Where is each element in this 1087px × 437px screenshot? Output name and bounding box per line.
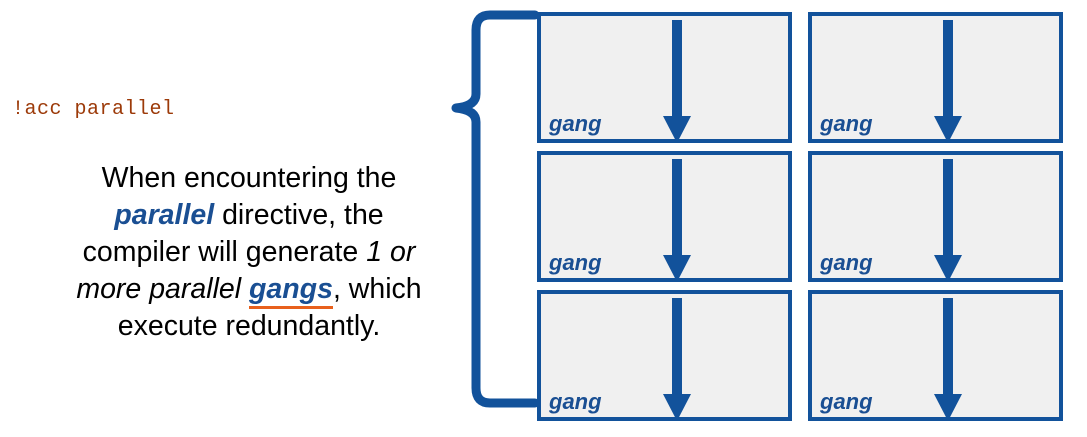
down-arrow-icon bbox=[934, 20, 962, 143]
description-italic-count: 1 or more parallel bbox=[76, 236, 416, 305]
description-segment-6: , which execute redundantly. bbox=[117, 273, 422, 342]
gang-label: gang bbox=[820, 111, 873, 136]
description-emphasis-parallel: parallel bbox=[114, 199, 215, 231]
gang-label: gang bbox=[820, 389, 873, 414]
gang-row: gang gang bbox=[537, 151, 1068, 282]
gang-box[interactable]: gang bbox=[808, 151, 1063, 282]
gang-grid: gang gang gang gang bbox=[537, 12, 1068, 421]
grouping-brace bbox=[450, 0, 540, 432]
gang-box[interactable]: gang bbox=[537, 290, 792, 421]
gang-row: gang gang bbox=[537, 12, 1068, 143]
gang-box[interactable]: gang bbox=[808, 290, 1063, 421]
down-arrow-icon bbox=[934, 159, 962, 282]
gang-label: gang bbox=[549, 111, 602, 136]
gang-label: gang bbox=[820, 250, 873, 275]
gang-box[interactable]: gang bbox=[537, 151, 792, 282]
down-arrow-icon bbox=[934, 298, 962, 421]
gang-row: gang gang bbox=[537, 290, 1068, 421]
gang-label: gang bbox=[549, 389, 602, 414]
left-text-panel: !acc parallel When encountering the para… bbox=[0, 0, 450, 432]
down-arrow-icon bbox=[663, 298, 691, 421]
left-curly-brace-icon bbox=[451, 10, 540, 408]
description-underlined-gangs: gangs bbox=[249, 273, 333, 309]
gang-label: gang bbox=[549, 250, 602, 275]
directive-code-text: !acc parallel bbox=[12, 98, 175, 121]
gang-box[interactable]: gang bbox=[537, 12, 792, 143]
description-segment-3: directive, the compiler will generate bbox=[82, 199, 384, 268]
down-arrow-icon bbox=[663, 159, 691, 282]
down-arrow-icon bbox=[663, 20, 691, 143]
description-paragraph: When encountering the parallel directive… bbox=[58, 160, 440, 345]
gang-box[interactable]: gang bbox=[808, 12, 1063, 143]
description-segment-1: When encountering the bbox=[101, 162, 397, 194]
